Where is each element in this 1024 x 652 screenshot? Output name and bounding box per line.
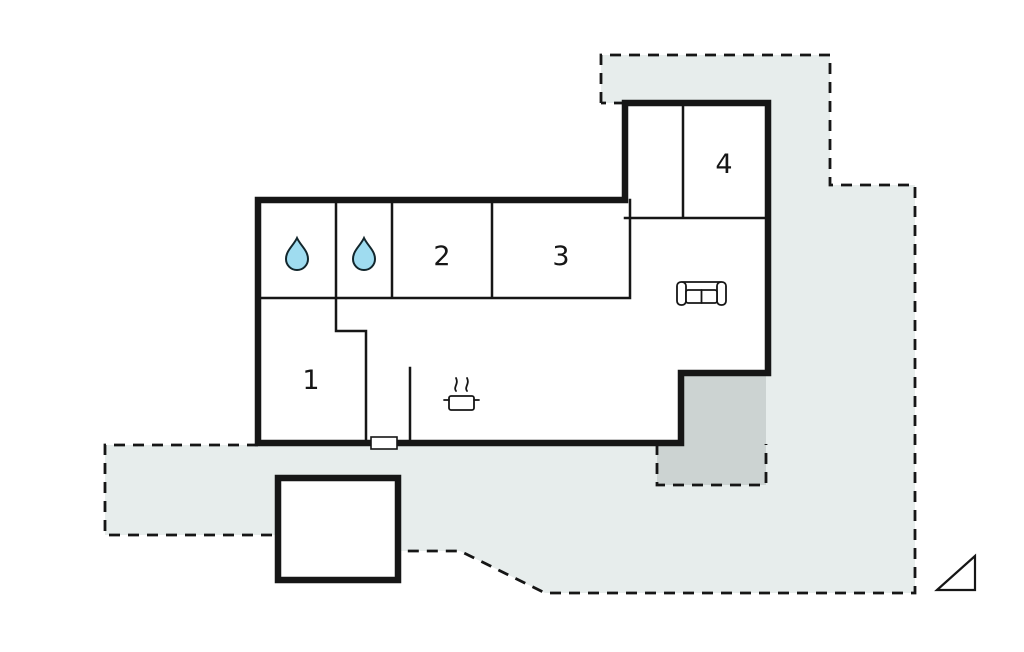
water-drop-icon (351, 235, 377, 271)
exterior-walls (254, 99, 772, 447)
room-3-label: 3 (552, 241, 569, 272)
interior-walls (256, 101, 770, 445)
sofa-icon (676, 281, 727, 306)
covered-terrace (657, 375, 766, 485)
plot-area (105, 55, 915, 593)
room-2-label: 2 (433, 241, 450, 272)
room-4-label: 4 (715, 149, 732, 180)
stove-icon (443, 377, 480, 411)
north-arrow-icon (934, 553, 977, 592)
water-drop-icon (284, 235, 310, 271)
door-symbol (370, 436, 398, 450)
water-drop-shape (351, 235, 377, 271)
terrace-boundary-dashed (655, 444, 768, 487)
plot-boundary-dashed (103, 53, 917, 595)
outbuilding (274, 474, 402, 584)
room-1-label: 1 (302, 365, 319, 396)
water-drop-shape (284, 235, 310, 271)
